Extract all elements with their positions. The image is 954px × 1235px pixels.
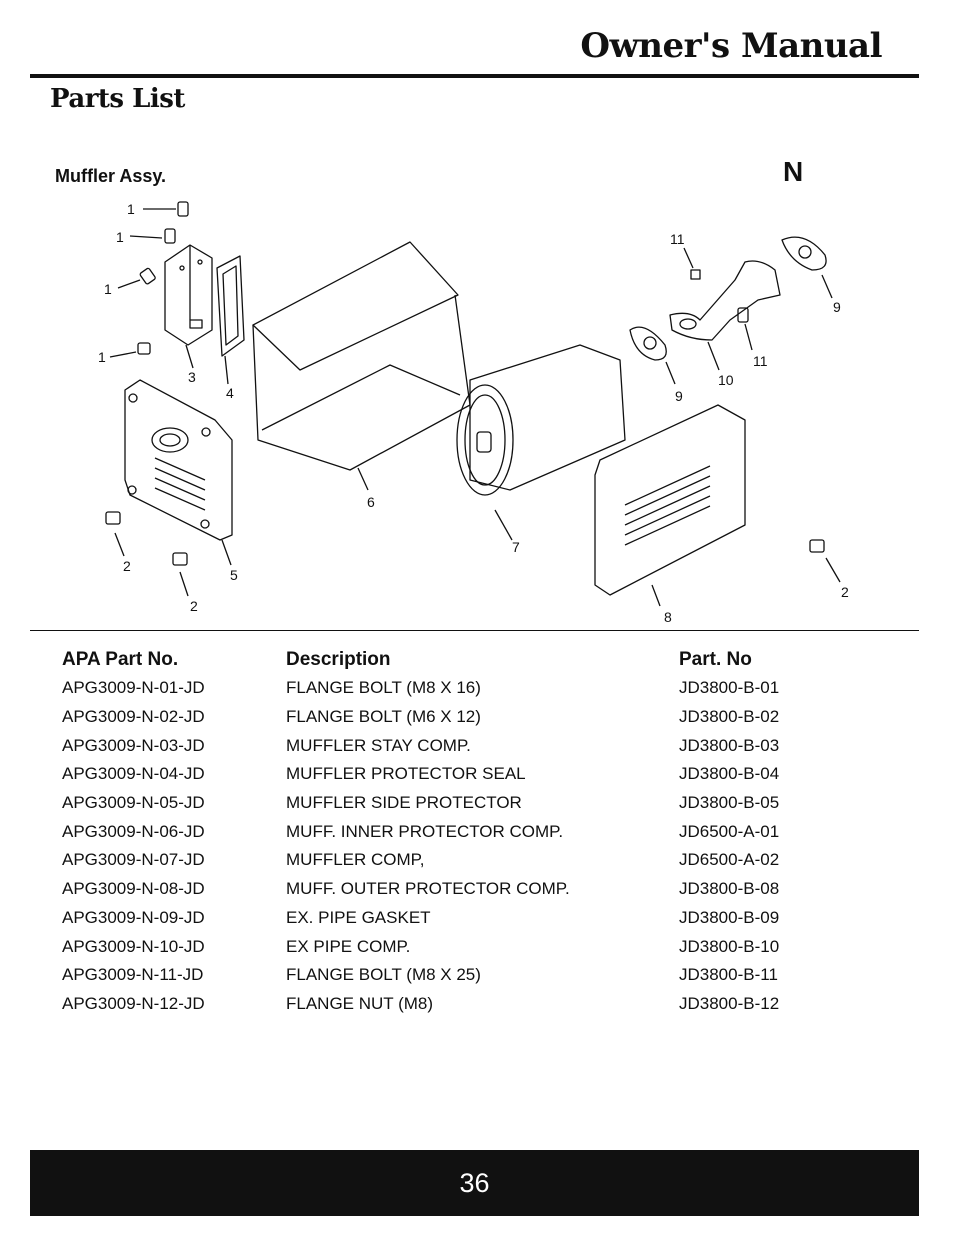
- flange-bolt-1c: [117, 267, 156, 289]
- page-footer: 36: [30, 1150, 919, 1216]
- callout-11: 11: [753, 353, 768, 369]
- callout-1: 1: [104, 281, 112, 297]
- description: EX PIPE COMP.: [286, 936, 411, 956]
- flange-bolt-1a: [143, 201, 189, 217]
- apa-part-no: APG3009-N-12-JD: [62, 993, 205, 1013]
- table-row: APG3009-N-12-JD FLANGE NUT (M8) JD3800-B-1…: [62, 990, 902, 1019]
- callout-2: 2: [123, 558, 131, 574]
- description: EX. PIPE GASKET: [286, 907, 431, 927]
- part-no: JD3800-B-01: [679, 678, 780, 698]
- callout-1: 1: [98, 349, 106, 365]
- muffler-body: [456, 344, 626, 541]
- table-row: APG3009-N-02-JD FLANGE BOLT (M6 X 12) JD38…: [62, 703, 902, 732]
- flange-nut: [683, 247, 701, 280]
- description: MUFFLER STAY COMP.: [286, 735, 471, 755]
- column-header-description: Description: [286, 649, 391, 670]
- callout-8: 8: [664, 609, 672, 625]
- part-no: JD3800-B-02: [679, 707, 780, 727]
- ex-pipe: [669, 260, 781, 371]
- apa-part-no: APG3009-N-09-JD: [62, 907, 205, 927]
- part-no: JD3800-B-10: [679, 936, 780, 956]
- section-letter: N: [783, 156, 804, 187]
- callout-10: 10: [718, 372, 734, 388]
- table-row: APG3009-N-11-JD FLANGE BOLT (M8 X 25) JD38…: [62, 961, 902, 990]
- part-no: JD3800-B-05: [679, 793, 780, 813]
- apa-part-no: APG3009-N-05-JD: [62, 793, 205, 813]
- callout-5: 5: [230, 567, 238, 583]
- manual-title: Owner's Manual: [580, 26, 882, 66]
- table-row: APG3009-N-10-JD EX PIPE COMP. JD3800-B-10: [62, 932, 902, 961]
- description: MUFF. OUTER PROTECTOR COMP.: [286, 879, 570, 899]
- table-divider: [30, 630, 919, 631]
- ex-pipe-gasket-b: [781, 236, 833, 299]
- inner-protector: [252, 241, 471, 491]
- apa-part-no: APG3009-N-07-JD: [62, 850, 205, 870]
- flange-bolt-11: [737, 307, 753, 351]
- apa-part-no: APG3009-N-08-JD: [62, 879, 205, 899]
- flange-bolt-1b: [129, 228, 176, 244]
- section-title: Parts List: [50, 84, 185, 114]
- table-row: APG3009-N-06-JD MUFF. INNER PROTECTOR COM…: [62, 817, 902, 846]
- table-row: APG3009-N-03-JD MUFFLER STAY COMP. JD3800-…: [62, 731, 902, 760]
- part-no: JD6500-A-01: [679, 821, 780, 841]
- flange-bolt-2a: [105, 511, 125, 557]
- assembly-title: Muffler Assy.: [55, 166, 167, 186]
- apa-part-no: APG3009-N-06-JD: [62, 821, 205, 841]
- table-row: APG3009-N-05-JD MUFFLER SIDE PROTECTOR JD3…: [62, 789, 902, 818]
- table-row: APG3009-N-04-JD MUFFLER PROTECTOR SEAL JD3…: [62, 760, 902, 789]
- table-row: APG3009-N-09-JD EX. PIPE GASKET JD3800-B-0…: [62, 904, 902, 933]
- description: MUFFLER SIDE PROTECTOR: [286, 793, 522, 813]
- description: MUFFLER PROTECTOR SEAL: [286, 764, 526, 784]
- part-no: JD3800-B-09: [679, 907, 780, 927]
- description: FLANGE BOLT (M8 X 25): [286, 965, 481, 985]
- header-rule: [30, 74, 919, 78]
- apa-part-no: APG3009-N-10-JD: [62, 936, 205, 956]
- side-protector: [124, 379, 233, 566]
- description: MUFFLER COMP,: [286, 850, 425, 870]
- flange-bolt-2b: [172, 552, 189, 597]
- flange-bolt-1d: [109, 342, 151, 358]
- protector-seal: [216, 255, 245, 385]
- apa-part-no: APG3009-N-03-JD: [62, 735, 205, 755]
- callout-2: 2: [841, 584, 849, 600]
- callout-3: 3: [188, 369, 196, 385]
- part-no: JD3800-B-11: [679, 965, 778, 985]
- part-no: JD3800-B-08: [679, 879, 780, 899]
- part-no: JD6500-A-02: [679, 850, 780, 870]
- table-row: APG3009-N-08-JD MUFF. OUTER PROTECTOR COM…: [62, 875, 902, 904]
- description: FLANGE BOLT (M6 X 12): [286, 707, 481, 727]
- column-header-part-no: Part. No: [679, 649, 752, 670]
- apa-part-no: APG3009-N-04-JD: [62, 764, 205, 784]
- parts-table: APA Part No. Description Part. No APG300…: [62, 646, 902, 1018]
- table-header-row: APA Part No. Description Part. No: [62, 646, 902, 674]
- flange-bolt-2c: [809, 539, 841, 583]
- page-number: 36: [459, 1167, 490, 1198]
- apa-part-no: APG3009-N-11-JD: [62, 965, 204, 985]
- column-header-apa-part-no: APA Part No.: [62, 649, 179, 670]
- callout-2: 2: [190, 598, 198, 614]
- table-row: APG3009-N-07-JD MUFFLER COMP, JD6500-A-02: [62, 846, 902, 875]
- callout-9: 9: [675, 388, 683, 404]
- callout-11: 11: [670, 231, 685, 247]
- callout-1: 1: [116, 229, 124, 245]
- apa-part-no: APG3009-N-01-JD: [62, 678, 205, 698]
- outer-protector: [594, 404, 746, 607]
- description: MUFF. INNER PROTECTOR COMP.: [286, 821, 564, 841]
- part-no: JD3800-B-03: [679, 735, 780, 755]
- part-no: JD3800-B-12: [679, 993, 780, 1013]
- callout-4: 4: [226, 385, 234, 401]
- muffler-stay: [164, 244, 213, 369]
- callout-7: 7: [512, 539, 520, 555]
- ex-pipe-gasket-a: [629, 326, 676, 385]
- apa-part-no: APG3009-N-02-JD: [62, 707, 205, 727]
- callout-1: 1: [127, 201, 135, 217]
- part-no: JD3800-B-04: [679, 764, 780, 784]
- callout-9: 9: [833, 299, 841, 315]
- callout-6: 6: [367, 494, 375, 510]
- description: FLANGE BOLT (M8 X 16): [286, 678, 481, 698]
- description: FLANGE NUT (M8): [286, 993, 434, 1013]
- table-row: APG3009-N-01-JD FLANGE BOLT (M8 X 16) JD38…: [62, 674, 902, 703]
- exploded-parts-diagram: 1 1 1 1 3 4 5 6 7 8 9 9 10 11 11 2 2 2: [98, 201, 849, 625]
